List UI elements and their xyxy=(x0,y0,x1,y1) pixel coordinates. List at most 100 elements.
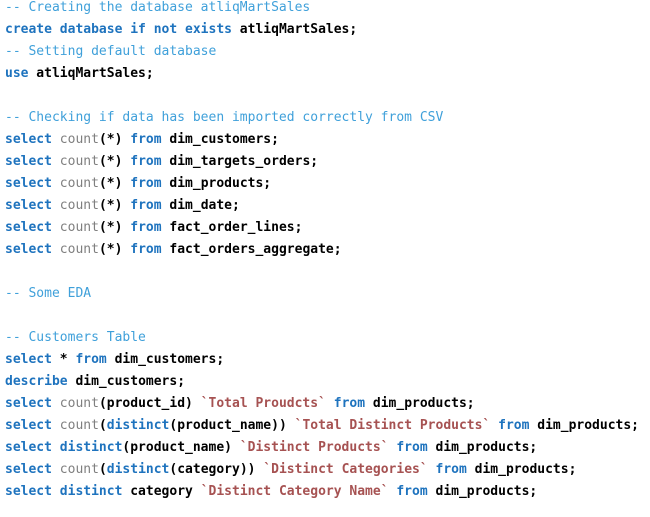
code-token-kw: use xyxy=(5,66,29,81)
code-token-plain: (product_id) xyxy=(98,396,201,411)
code-token-str: `Total Distinct Products` xyxy=(294,418,491,433)
code-token-plain xyxy=(428,462,436,477)
code-line[interactable]: select count(*) from fact_order_lines; xyxy=(5,217,650,239)
code-token-kw: from xyxy=(130,132,162,147)
code-token-fn: count xyxy=(51,418,99,433)
code-token-plain: * xyxy=(51,352,76,367)
code-token-comment: -- Customers Table xyxy=(5,330,146,345)
code-token-kw: from xyxy=(130,220,162,235)
code-token-kw: create database if not exists xyxy=(5,22,232,37)
code-line[interactable]: select count(*) from dim_customers; xyxy=(5,129,650,151)
code-token-plain: dim_products; xyxy=(161,176,272,191)
code-line[interactable]: select count(*) from fact_orders_aggrega… xyxy=(5,239,650,261)
code-token-plain: dim_products; xyxy=(427,440,538,455)
code-line[interactable]: select distinct category `Distinct Categ… xyxy=(5,481,650,503)
code-token-kw: from xyxy=(130,154,162,169)
code-token-plain xyxy=(490,418,498,433)
code-token-plain: (*) xyxy=(98,198,131,213)
code-line[interactable]: select count(*) from dim_products; xyxy=(5,173,650,195)
code-line[interactable]: -- Checking if data has been imported co… xyxy=(5,107,650,129)
code-token-kw: select xyxy=(5,418,52,433)
code-token-comment: -- Setting default database xyxy=(5,44,217,59)
code-token-plain: (*) xyxy=(98,220,131,235)
code-token-plain: dim_customers; xyxy=(67,374,186,389)
code-token-plain: (*) xyxy=(98,242,131,257)
code-token-fn: count xyxy=(51,176,99,191)
code-line[interactable]: use atliqMartSales; xyxy=(5,63,650,85)
code-line[interactable]: -- Some EDA xyxy=(5,283,650,305)
code-line[interactable] xyxy=(5,85,650,107)
code-line[interactable] xyxy=(5,261,650,283)
code-token-fn: count xyxy=(51,462,99,477)
code-token-plain: dim_products; xyxy=(365,396,475,411)
code-token-fn: count xyxy=(51,242,99,257)
code-line[interactable]: select count(*) from dim_targets_orders; xyxy=(5,151,650,173)
code-line[interactable]: -- Setting default database xyxy=(5,41,650,63)
code-line[interactable]: select distinct(product_name) `Distinct … xyxy=(5,437,650,459)
code-token-plain: (product_name) xyxy=(122,440,240,455)
code-line[interactable]: select count(*) from dim_date; xyxy=(5,195,650,217)
code-token-plain: (product_name)) xyxy=(169,418,295,433)
code-token-str: `Distinct Categories` xyxy=(263,462,428,477)
code-token-comment: -- Creating the database atliqMartSales xyxy=(5,0,311,15)
code-token-kw: select xyxy=(5,132,52,147)
code-token-kw: select xyxy=(5,396,52,411)
code-token-plain: dim_date; xyxy=(161,198,240,213)
code-token-plain: (*) xyxy=(98,132,131,147)
code-line[interactable]: select * from dim_customers; xyxy=(5,349,650,371)
code-line[interactable] xyxy=(5,305,650,327)
code-token-plain: ( xyxy=(98,418,107,433)
code-token-plain xyxy=(326,396,334,411)
code-token-plain: ( xyxy=(98,462,107,477)
code-token-plain: dim_customers; xyxy=(106,352,225,367)
code-line[interactable]: -- Customers Table xyxy=(5,327,650,349)
code-token-plain: dim_products; xyxy=(427,484,538,499)
code-token-kw: from xyxy=(130,198,162,213)
code-token-str: `Distinct Products` xyxy=(239,440,389,455)
code-token-kw: from xyxy=(333,396,366,411)
code-token-kw: select xyxy=(5,352,52,367)
code-token-comment: -- Some EDA xyxy=(5,286,92,301)
code-token-plain: (*) xyxy=(98,176,131,191)
code-token-plain: dim_products; xyxy=(466,462,577,477)
code-token-kw: select xyxy=(5,176,52,191)
code-token-kw: select distinct xyxy=(5,484,123,499)
code-token-plain: fact_order_lines; xyxy=(161,220,303,235)
code-token-kw: select distinct xyxy=(5,440,123,455)
code-line[interactable]: -- Creating the database atliqMartSales xyxy=(5,0,650,19)
code-token-kw: select xyxy=(5,198,52,213)
code-line[interactable]: select count(product_id) `Total Proudcts… xyxy=(5,393,650,415)
code-line[interactable]: select count(distinct(category)) `Distin… xyxy=(5,459,650,481)
code-token-kw: from xyxy=(435,462,467,477)
code-token-kw: from xyxy=(498,418,530,433)
code-token-kw: select xyxy=(5,154,52,169)
code-token-fn: count xyxy=(51,220,99,235)
code-token-str: `Total Proudcts` xyxy=(200,396,326,411)
code-token-str: `Distinct Category Name` xyxy=(200,484,389,499)
code-line[interactable]: describe dim_customers; xyxy=(5,371,650,393)
code-token-plain: fact_orders_aggregate; xyxy=(161,242,342,257)
code-token-fn: count xyxy=(51,198,99,213)
code-token-plain: dim_products; xyxy=(529,418,640,433)
code-token-fn: count xyxy=(51,396,99,411)
code-token-fn: count xyxy=(51,132,99,147)
code-token-kw: describe xyxy=(5,374,68,389)
code-token-kw: select xyxy=(5,220,52,235)
code-token-plain: (category)) xyxy=(169,462,264,477)
code-token-plain: (*) xyxy=(98,154,131,169)
code-token-kw: from xyxy=(130,176,162,191)
code-token-fn: count xyxy=(51,154,99,169)
code-token-kw: distinct xyxy=(106,418,170,433)
code-token-kw: from xyxy=(130,242,162,257)
code-token-kw: select xyxy=(5,462,52,477)
code-line[interactable]: select count(distinct(product_name)) `To… xyxy=(5,415,650,437)
code-token-kw: distinct xyxy=(106,462,170,477)
code-token-plain: dim_targets_orders; xyxy=(161,154,319,169)
code-token-comment: -- Checking if data has been imported co… xyxy=(5,110,444,125)
code-token-plain: dim_customers; xyxy=(161,132,279,147)
code-line[interactable]: create database if not exists atliqMartS… xyxy=(5,19,650,41)
code-token-kw: from xyxy=(396,440,428,455)
code-token-plain: atliqMartSales; xyxy=(28,66,154,81)
code-token-kw: from xyxy=(75,352,107,367)
